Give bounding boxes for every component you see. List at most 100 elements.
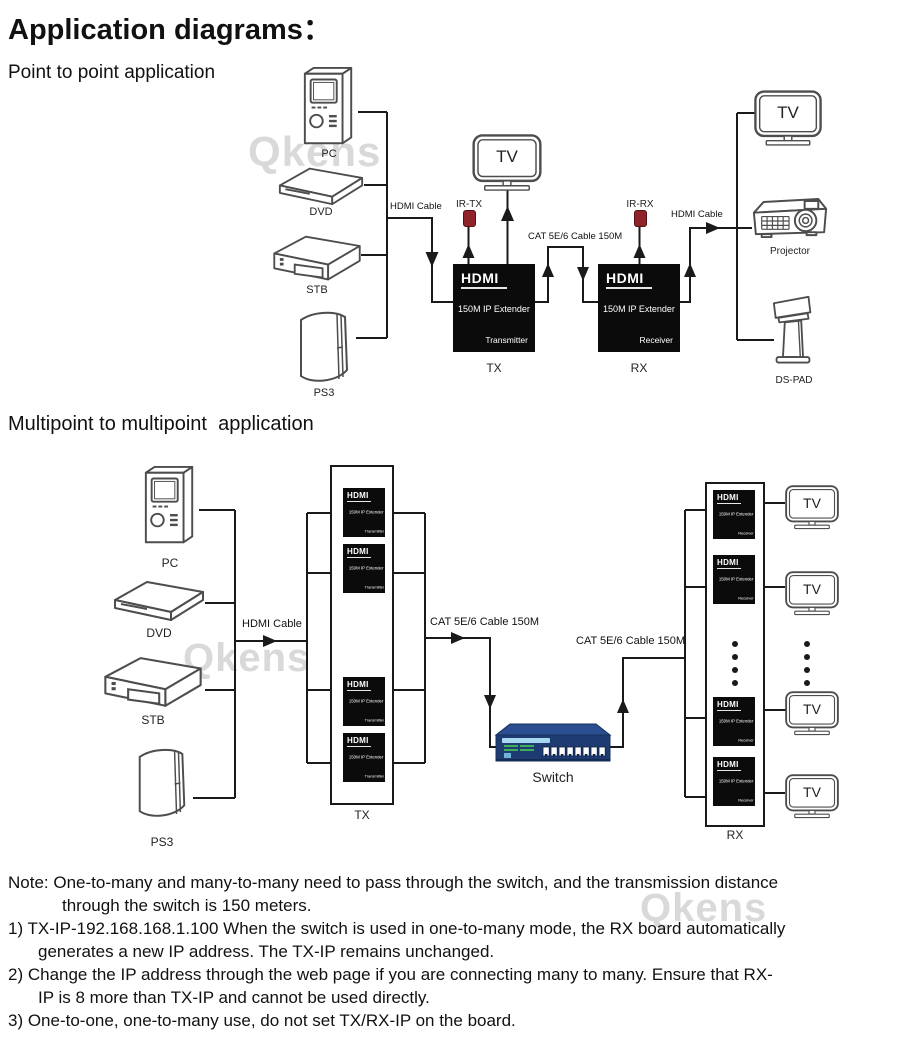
tv-label: TV [803, 784, 821, 800]
hdmi-logo-tagline [717, 770, 741, 771]
extender-model: 150M IP Extender [348, 699, 384, 705]
extender-role: Transmitter [364, 586, 384, 590]
ds-pad-icon [771, 295, 815, 368]
ds-pad-label: DS-PAD [775, 375, 813, 386]
receiver-unit: HDMI 150M IP Extender Receiver [713, 757, 755, 806]
watermark: Qkens [183, 636, 311, 680]
hdmi-logo-tagline [461, 287, 507, 289]
extender-model: 150M IP Extender [718, 779, 754, 785]
ps3-label: PS3 [150, 835, 174, 849]
transmitter-unit: HDMI 150M IP Extender Transmitter [343, 677, 385, 726]
note-line-6: IP is 8 more than TX-IP and cannot be us… [38, 988, 430, 1007]
page-title: Application diagrams： [8, 14, 332, 46]
arrowheads [263, 206, 720, 713]
ir-rx-label: IR-RX [626, 199, 654, 210]
cat-cable-label: CAT 5E/6 Cable 150M [576, 635, 686, 647]
rx-label: RX [630, 361, 648, 375]
extender-model: 150M IP Extender [348, 510, 384, 516]
p2p-heading: Point to point application [8, 62, 216, 83]
cat-cable-label: CAT 5E/6 Cable 150M [528, 231, 623, 242]
hdmi-logo: HDMI [606, 270, 644, 286]
ps3-icon [131, 745, 193, 823]
tx-label: TX [354, 808, 370, 822]
extender-role: Receiver [738, 739, 754, 743]
rx-label: RX [726, 828, 744, 842]
cat-cable-label: CAT 5E/6 Cable 150M [430, 616, 540, 628]
extender-model: 150M IP Extender [348, 755, 384, 761]
hdmi-logo-tagline [606, 287, 652, 289]
extender-role: Receiver [738, 597, 754, 601]
note-line-1: Note: One-to-many and many-to-many need … [8, 873, 779, 892]
hdmi-logo: HDMI [347, 547, 369, 556]
hdmi-cable-label: HDMI Cable [671, 209, 723, 220]
tv-label: TV [803, 701, 821, 717]
tv-label: TV [496, 147, 518, 166]
dvd-label: DVD [309, 206, 333, 218]
extender-model: 150M IP Extender [718, 719, 754, 725]
note-line-4: generates a new IP address. The TX-IP re… [38, 942, 495, 961]
extender-role: Transmitter [364, 775, 384, 779]
hdmi-logo-tagline [717, 503, 741, 504]
extender-role: Receiver [738, 532, 754, 536]
hdmi-logo-tagline [347, 746, 371, 747]
tx-label: TX [486, 361, 502, 375]
hdmi-logo: HDMI [461, 270, 499, 286]
ps3-icon [292, 308, 356, 388]
extender-role: Transmitter [364, 530, 384, 534]
receiver-ellipsis-dots [732, 641, 738, 686]
receiver-unit: HDMI 150M IP Extender Receiver [598, 264, 680, 352]
transmitter-unit: HDMI 150M IP Extender Transmitter [343, 733, 385, 782]
switch-label: Switch [532, 769, 574, 785]
note-line-5: 2) Change the IP address through the web… [8, 965, 773, 984]
hdmi-logo-tagline [347, 690, 371, 691]
receiver-unit: HDMI 150M IP Extender Receiver [713, 555, 755, 604]
tv-label: TV [777, 103, 799, 122]
mp-heading: Multipoint to multipoint application [8, 413, 314, 435]
ir-tx-label: IR-TX [455, 199, 483, 210]
watermark: Qkens [640, 886, 768, 930]
stb-icon [272, 233, 362, 285]
hdmi-logo: HDMI [717, 760, 739, 769]
extender-role: Receiver [639, 335, 673, 345]
dvd-icon [113, 576, 205, 622]
hdmi-logo: HDMI [717, 558, 739, 567]
projector-label: Projector [769, 246, 810, 257]
transmitter-unit: HDMI 150M IP Extender Transmitter [453, 264, 535, 352]
extender-model: 150M IP Extender [348, 566, 384, 572]
pc-icon [300, 66, 358, 151]
hdmi-logo: HDMI [717, 700, 739, 709]
extender-model: 150M IP Extender [458, 304, 530, 314]
hdmi-cable-label: HDMI Cable [390, 201, 442, 212]
hdmi-logo-tagline [347, 501, 371, 502]
transmitter-unit: HDMI 150M IP Extender Transmitter [343, 544, 385, 593]
extender-model: 150M IP Extender [718, 577, 754, 583]
hdmi-cable-label: HDMI Cable [242, 618, 302, 630]
extender-role: Transmitter [485, 335, 528, 345]
projector-icon [750, 197, 830, 244]
tv-label: TV [803, 581, 821, 597]
dvd-icon [278, 163, 364, 206]
transmitter-unit: HDMI 150M IP Extender Transmitter [343, 488, 385, 537]
ps3-label: PS3 [313, 387, 335, 399]
tx-group-box: HDMI 150M IP Extender Transmitter HDMI 1… [330, 465, 394, 805]
hdmi-logo: HDMI [717, 493, 739, 502]
stb-label: STB [306, 284, 328, 296]
switch-icon [494, 723, 612, 762]
notes-block: Note: One-to-many and many-to-many need … [8, 871, 892, 1032]
stb-icon [103, 654, 203, 712]
hdmi-logo-tagline [717, 710, 741, 711]
hdmi-logo: HDMI [347, 736, 369, 745]
receiver-unit: HDMI 150M IP Extender Receiver [713, 490, 755, 539]
tv-ellipsis-dots [804, 641, 810, 686]
tv-label: TV [803, 495, 821, 511]
stb-label: STB [141, 713, 165, 727]
hdmi-logo: HDMI [347, 680, 369, 689]
extender-role: Receiver [738, 799, 754, 803]
note-line-3: 1) TX-IP-192.168.168.1.100 When the swit… [8, 919, 786, 938]
hdmi-logo-tagline [347, 557, 371, 558]
pc-label: PC [321, 148, 337, 160]
extender-model: 150M IP Extender [603, 304, 675, 314]
note-line-7: 3) One-to-one, one-to-many use, do not s… [8, 1011, 516, 1030]
